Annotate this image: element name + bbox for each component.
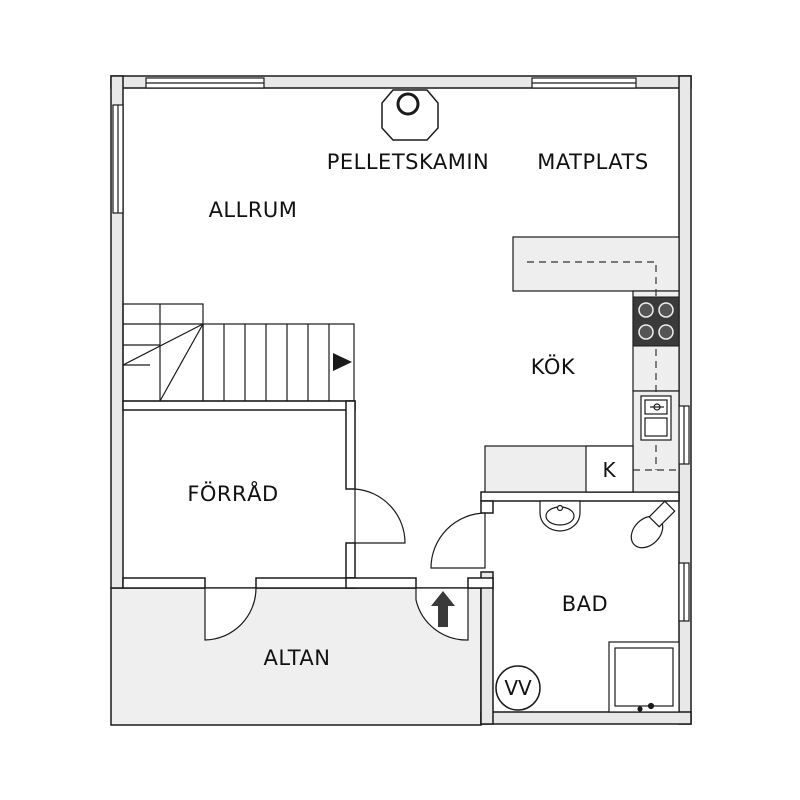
- room-label-matplats: MATPLATS: [537, 150, 648, 174]
- room-label-forrad: FÖRRÅD: [187, 480, 278, 506]
- entrance-arrow-icon: [431, 591, 455, 627]
- staircase: [122, 303, 355, 402]
- shower-icon: [608, 641, 680, 713]
- kitchen-sink-icon: [640, 395, 672, 441]
- stove-icon: [632, 296, 680, 347]
- fridge-label: K: [602, 458, 616, 482]
- room-label-pelletskamin: PELLETSKAMIN: [327, 150, 490, 174]
- room-label-kok: KÖK: [531, 354, 576, 379]
- toilet-icon: [630, 500, 676, 549]
- windows: [112, 77, 690, 622]
- water-heater-label: VV: [504, 676, 532, 700]
- bathroom-sink-icon: [539, 500, 581, 532]
- pellet-stove-icon: [381, 89, 439, 141]
- room-label-allrum: ALLRUM: [209, 198, 298, 222]
- fridge-box: [585, 445, 634, 493]
- kitchen-counter: [484, 236, 680, 493]
- water-heater-icon: [495, 665, 541, 711]
- interior-walls: [122, 400, 680, 589]
- room-label-altan: ALTAN: [264, 646, 331, 670]
- room-label-bad: BAD: [562, 592, 608, 616]
